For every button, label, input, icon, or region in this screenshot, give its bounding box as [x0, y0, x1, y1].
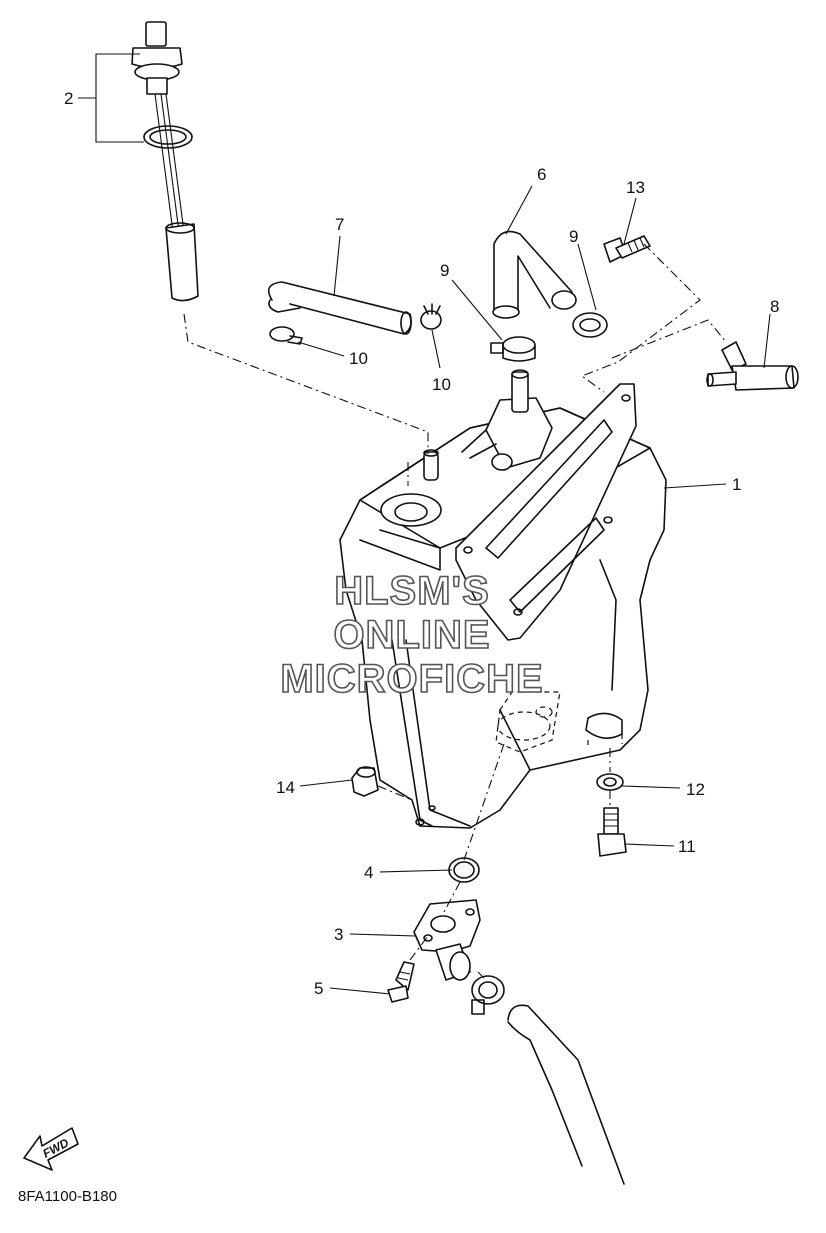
oil-tank-part-1 [339, 369, 667, 829]
watermark-line-2: ONLINE [333, 613, 490, 657]
breather-hose-part-7 [267, 281, 412, 335]
watermark: HLSM'S ONLINE MICROFICHE [280, 568, 544, 702]
screw-part-5 [387, 961, 415, 1003]
bent-hose-part-6 [492, 230, 577, 319]
callout-10-left: 10 [349, 349, 368, 368]
callout-11: 11 [678, 837, 696, 856]
callout-4: 4 [364, 863, 373, 882]
callout-2: 2 [64, 89, 73, 108]
callout-6: 6 [537, 165, 546, 184]
hose-clip-part-10 [269, 303, 442, 345]
watermark-line-1: HLSM'S [334, 569, 490, 613]
washer-part-12 [596, 773, 624, 791]
grommet-part-14 [351, 766, 379, 797]
fwd-arrow-icon: FWD [23, 1127, 79, 1171]
drain-bolt-part-11 [597, 807, 627, 857]
callout-5: 5 [314, 979, 323, 998]
assembly-lines [183, 243, 727, 979]
outlet-flange-part-3 [413, 899, 481, 981]
callout-8: 8 [770, 297, 779, 316]
hose-clamp-part-9 [490, 312, 608, 362]
callout-3: 3 [334, 925, 343, 944]
level-sensor-part-2 [131, 21, 199, 302]
diagram-code: 8FA1100-B180 [18, 1188, 117, 1205]
leader-lines [78, 53, 771, 995]
callout-labels: 1 2 3 4 5 6 7 8 9 9 10 10 11 12 13 14 [64, 89, 779, 998]
callout-13: 13 [626, 178, 645, 197]
callout-14: 14 [276, 778, 295, 797]
callout-7: 7 [335, 215, 344, 234]
callout-1: 1 [732, 475, 741, 494]
outlet-hose-clamp [471, 975, 505, 1015]
callout-12: 12 [686, 780, 705, 799]
o-ring-part-4 [448, 857, 480, 883]
outlet-hose [507, 1004, 625, 1185]
callout-10-right: 10 [432, 375, 451, 394]
callout-9-right: 9 [569, 227, 578, 246]
bolt-part-13 [603, 235, 651, 263]
elbow-fitting-part-8 [706, 341, 799, 391]
watermark-line-3: MICROFICHE [280, 657, 543, 701]
callout-9-left: 9 [440, 261, 449, 280]
